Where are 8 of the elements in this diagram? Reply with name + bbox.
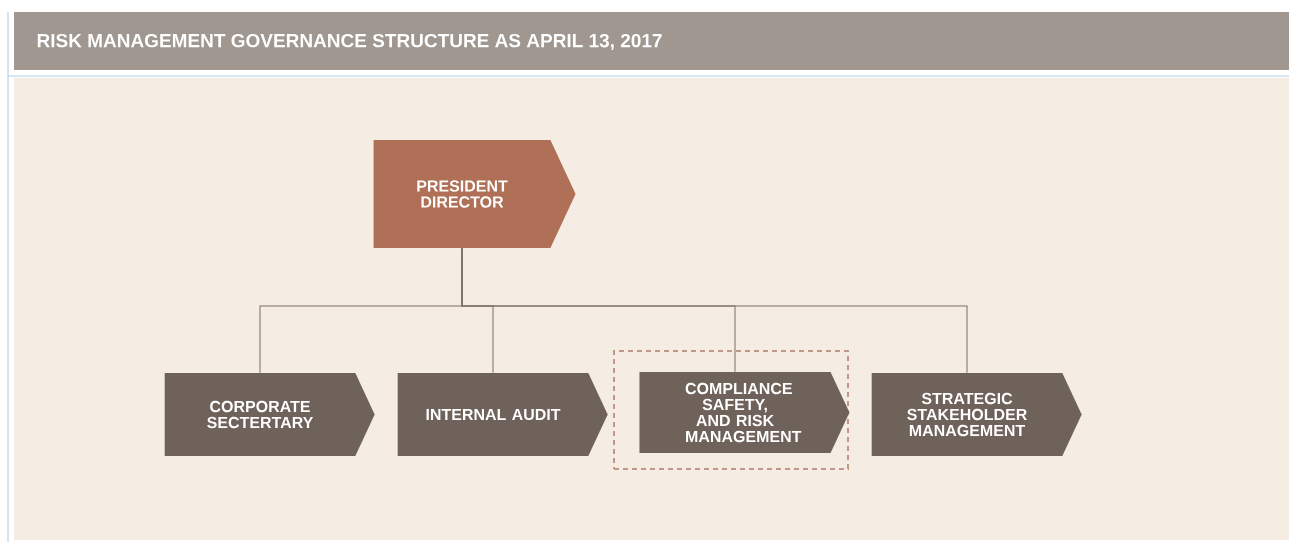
connector-line xyxy=(461,247,968,374)
unit-box: COMPLIANCE SAFETY, AND RISK MANAGEMENT xyxy=(639,372,850,453)
unit-box: CORPORATE SECTERTARY xyxy=(164,373,375,456)
highlight-frame xyxy=(613,350,849,470)
unit-box: INTERNAL AUDIT xyxy=(397,373,608,456)
head-box: PRESIDENT DIRECTOR xyxy=(373,140,576,248)
unit-box: STRATEGIC STAKEHOLDER MANAGEMENT xyxy=(871,373,1082,456)
title-bar: RISK MANAGEMENT GOVERNANCE STRUCTURE AS APRIL 13, 2017 xyxy=(14,12,1289,70)
